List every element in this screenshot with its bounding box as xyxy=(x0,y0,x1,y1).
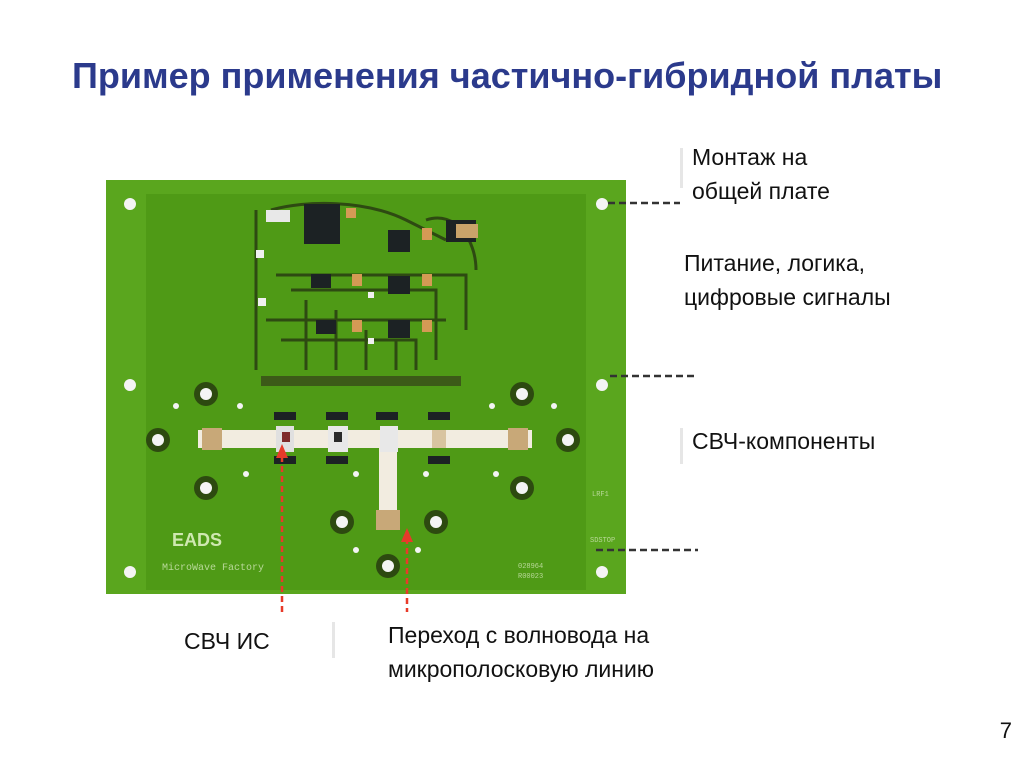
white-smd-components xyxy=(256,250,374,344)
label-rf-components: СВЧ-компоненты xyxy=(692,428,876,454)
label-bar xyxy=(332,622,335,658)
smd-components xyxy=(346,208,432,332)
silkscreen-code-1: 028964 xyxy=(518,563,543,571)
ics xyxy=(266,204,478,338)
silkscreen-bottom: MicroWave Factory xyxy=(162,562,264,574)
label-transition: Переход с волновода на микрополосковую л… xyxy=(388,622,655,682)
slide-title: Пример применения частично-гибридной пла… xyxy=(72,55,943,96)
mounting-holes xyxy=(124,198,608,578)
label-rf-ic: СВЧ ИС xyxy=(184,628,270,654)
small-vias xyxy=(173,403,557,553)
silkscreen-code-2: R00023 xyxy=(518,573,543,581)
label-bar xyxy=(680,428,683,464)
silkscreen-right-2: SDSTOP xyxy=(590,537,615,545)
rf-components-on-line xyxy=(276,426,446,452)
label-bar xyxy=(680,148,683,188)
rf-bias-pads xyxy=(274,412,450,464)
rf-vias xyxy=(146,382,580,578)
connector-strip xyxy=(261,376,461,386)
silkscreen-right-1: LRF1 xyxy=(592,491,609,499)
page-number: 7 xyxy=(999,718,1012,743)
pcb-board-image: EADS MicroWave Factory LRF1 SDSTOP 02896… xyxy=(106,180,626,594)
arrow-transition-head xyxy=(401,528,413,542)
label-mounting: Монтаж на общей плате xyxy=(692,144,830,204)
eads-logo: EADS xyxy=(172,530,222,550)
arrow-rf-ic-head xyxy=(276,444,288,458)
label-power: Питание, логика, цифровые сигналы xyxy=(684,250,891,310)
